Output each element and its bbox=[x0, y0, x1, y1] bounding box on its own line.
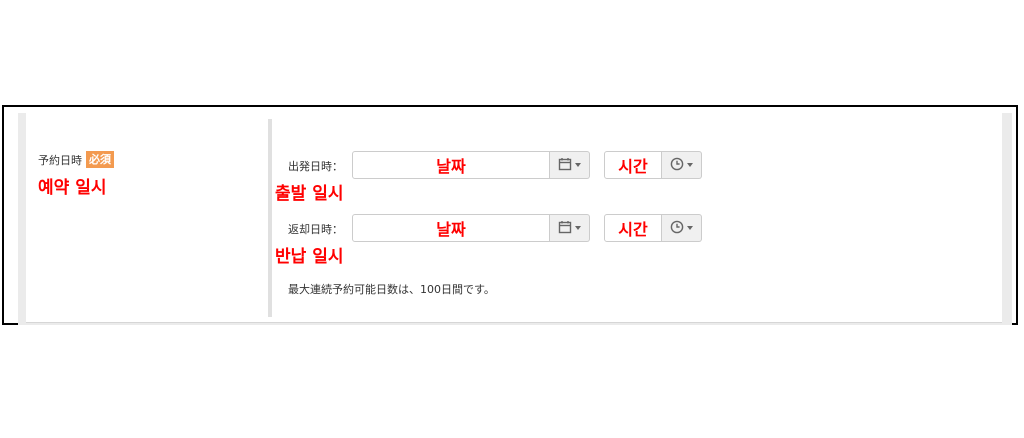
form-row: 予約日時 必須 예약 일시 出発日時： 날짜 bbox=[26, 113, 1002, 323]
return-time-input[interactable]: 시간 bbox=[604, 214, 662, 242]
calendar-icon bbox=[558, 219, 572, 238]
reservation-label: 予約日時 bbox=[38, 153, 82, 167]
reservation-annotation: 예약 일시 bbox=[38, 178, 107, 198]
departure-time-input[interactable]: 시간 bbox=[604, 151, 662, 179]
form-panel: 予約日時 必須 예약 일시 出発日時： 날짜 bbox=[18, 113, 1012, 325]
clock-icon bbox=[670, 219, 684, 238]
return-annotation: 반납 일시 bbox=[275, 247, 344, 267]
return-time-annotation: 시간 bbox=[618, 220, 648, 239]
departure-clock-button[interactable] bbox=[662, 151, 702, 179]
calendar-icon bbox=[558, 156, 572, 175]
screenshot-frame: 予約日時 必須 예약 일시 出発日時： 날짜 bbox=[2, 105, 1018, 325]
chevron-down-icon bbox=[575, 226, 581, 230]
departure-date-annotation: 날짜 bbox=[436, 157, 466, 176]
clock-icon bbox=[670, 156, 684, 175]
return-clock-button[interactable] bbox=[662, 214, 702, 242]
required-badge: 必須 bbox=[86, 151, 114, 168]
return-date-input[interactable]: 날짜 bbox=[352, 214, 550, 242]
departure-calendar-button[interactable] bbox=[550, 151, 590, 179]
departure-time-annotation: 시간 bbox=[618, 157, 648, 176]
max-days-note: 最大連続予約可能日数は、100日間です。 bbox=[288, 283, 495, 296]
departure-label: 出発日時： bbox=[288, 160, 343, 173]
departure-annotation: 출발 일시 bbox=[275, 184, 344, 204]
departure-date-input[interactable]: 날짜 bbox=[352, 151, 550, 179]
reservation-label-group: 予約日時 必須 bbox=[38, 151, 114, 168]
chevron-down-icon bbox=[687, 163, 693, 167]
chevron-down-icon bbox=[575, 163, 581, 167]
return-calendar-button[interactable] bbox=[550, 214, 590, 242]
return-date-annotation: 날짜 bbox=[436, 220, 466, 239]
chevron-down-icon bbox=[687, 226, 693, 230]
column-divider bbox=[268, 119, 272, 317]
return-label: 返却日時： bbox=[288, 223, 343, 236]
